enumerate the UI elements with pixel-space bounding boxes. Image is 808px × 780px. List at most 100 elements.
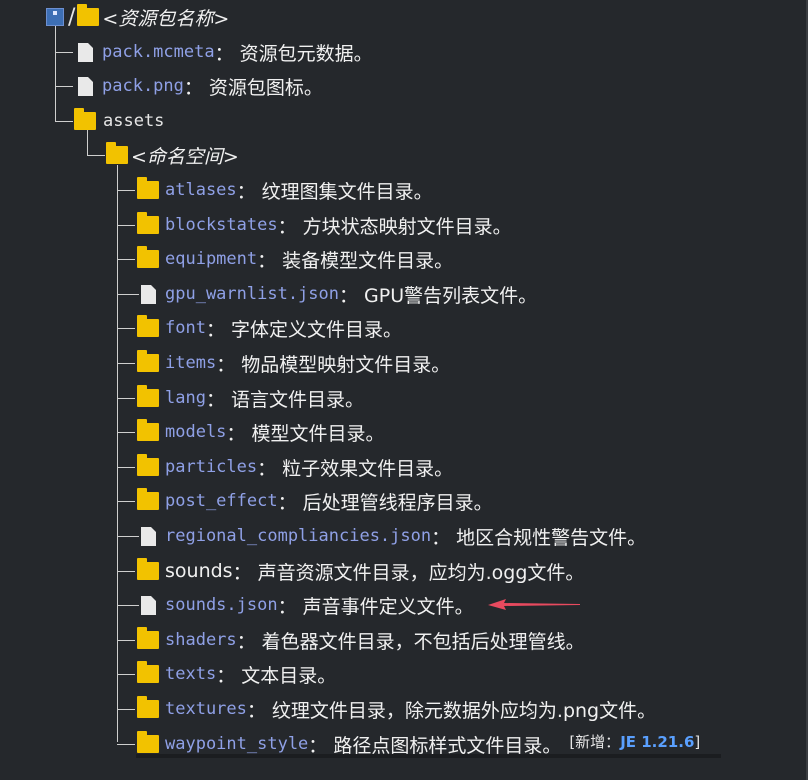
item-name: blockstates xyxy=(165,215,278,235)
badge-version: JE 1.21.6 xyxy=(620,732,695,751)
item-description: 物品模型映射文件目录。 xyxy=(241,353,451,376)
tree-connector xyxy=(117,294,139,295)
item-colon: ： xyxy=(257,457,277,480)
tree-connector xyxy=(117,165,118,742)
item-name: models xyxy=(165,422,227,442)
item-colon: ： xyxy=(205,318,225,341)
tree-connector xyxy=(117,225,135,226)
item-description: 后处理管线程序目录。 xyxy=(302,491,493,514)
item-name: gpu_warnlist.json xyxy=(165,284,339,304)
new-version-badge: [新增：JE 1.21.6] xyxy=(569,731,700,752)
tree-item-gpu-warnlist-json[interactable]: gpu_warnlist.json：GPU警告列表文件。 xyxy=(141,277,537,311)
badge-suffix: ] xyxy=(694,732,701,751)
tree-connector xyxy=(117,467,135,468)
panel-edge xyxy=(806,0,808,780)
tree-connector xyxy=(117,571,135,572)
item-name: items xyxy=(165,353,217,373)
item-colon: ： xyxy=(277,491,297,514)
tree-connector xyxy=(117,501,135,502)
tree-item-font[interactable]: font：字体定义文件目录。 xyxy=(137,311,402,345)
tree-connector xyxy=(87,155,105,156)
item-colon: ： xyxy=(183,76,203,99)
folder-icon xyxy=(137,731,159,753)
folder-icon xyxy=(106,142,128,164)
tree-item-pack-mcmeta[interactable]: pack.mcmeta ： 资源包元数据。 xyxy=(78,35,373,69)
item-name: pack.png xyxy=(102,76,184,96)
file-icon xyxy=(141,526,156,546)
tree-connector xyxy=(117,536,139,537)
tree-connector xyxy=(55,52,73,53)
item-name: font xyxy=(165,318,206,338)
item-colon: ： xyxy=(205,388,225,411)
tree-item-namespace[interactable]: <命名空间> xyxy=(106,138,239,172)
folder-icon xyxy=(137,558,159,580)
tree-root-row[interactable]: / <资源包名称> xyxy=(46,0,229,34)
highlight-arrow-icon xyxy=(488,599,580,610)
item-name: textures xyxy=(165,699,247,719)
tree-item-particles[interactable]: particles：粒子效果文件目录。 xyxy=(137,450,453,484)
tree-connector xyxy=(117,640,135,641)
folder-icon xyxy=(137,488,159,510)
file-icon xyxy=(141,284,156,304)
folder-icon xyxy=(137,246,159,268)
folder-icon xyxy=(74,108,96,130)
item-description: 纹理图集文件目录。 xyxy=(261,180,433,203)
item-colon: ： xyxy=(277,595,297,618)
item-name: assets xyxy=(103,111,165,131)
tree-connector xyxy=(117,605,139,606)
tree-connector xyxy=(55,22,56,121)
tree-item-blockstates[interactable]: blockstates：方块状态映射文件目录。 xyxy=(137,208,512,242)
item-description: 着色器文件目录，不包括后处理管线。 xyxy=(261,630,585,653)
tree-item-waypoint-style[interactable]: waypoint_style：路径点图标样式文件目录。[新增：JE 1.21.6… xyxy=(137,727,700,761)
item-colon: ： xyxy=(308,734,328,757)
tree-connector xyxy=(117,709,135,710)
tree-item-models[interactable]: models：模型文件目录。 xyxy=(137,415,384,449)
tree-item-lang[interactable]: lang：语言文件目录。 xyxy=(137,381,364,415)
item-colon: ： xyxy=(216,353,236,376)
tree-connector xyxy=(117,190,135,191)
item-description: 资源包图标。 xyxy=(208,76,323,99)
folder-icon xyxy=(137,177,159,199)
folder-icon xyxy=(137,385,159,407)
tree-item-regional-compliancies-json[interactable]: regional_compliancies.json：地区合规性警告文件。 xyxy=(141,519,646,553)
item-name: sounds xyxy=(165,560,233,582)
folder-icon xyxy=(137,419,159,441)
item-name: waypoint_style xyxy=(165,734,309,754)
tree-item-sounds[interactable]: sounds：声音资源文件目录，应均为.ogg文件。 xyxy=(137,554,584,588)
tree-connector xyxy=(117,744,135,745)
tree-item-texts[interactable]: texts：文本目录。 xyxy=(137,657,336,691)
item-colon: ： xyxy=(431,526,451,549)
folder-icon xyxy=(137,350,159,372)
tree-item-sounds-json[interactable]: sounds.json：声音事件定义文件。 xyxy=(141,588,474,622)
tree-connector xyxy=(117,432,135,433)
tree-item-shaders[interactable]: shaders：着色器文件目录，不包括后处理管线。 xyxy=(137,623,585,657)
tree-item-atlases[interactable]: atlases：纹理图集文件目录。 xyxy=(137,173,433,207)
folder-icon xyxy=(137,627,159,649)
path-separator: / xyxy=(68,4,76,30)
item-description: 方块状态映射文件目录。 xyxy=(302,215,512,238)
item-description: GPU警告列表文件。 xyxy=(364,284,538,307)
item-description: 资源包元数据。 xyxy=(239,42,373,65)
item-colon: ： xyxy=(232,561,252,584)
item-colon: ： xyxy=(246,699,266,722)
tree-item-assets[interactable]: assets xyxy=(74,104,164,138)
tree-item-post-effect[interactable]: post_effect：后处理管线程序目录。 xyxy=(137,484,493,518)
drive-icon xyxy=(46,8,64,26)
item-colon: ： xyxy=(339,284,359,307)
tree-item-equipment[interactable]: equipment：装备模型文件目录。 xyxy=(137,242,453,276)
tree-item-pack-png[interactable]: pack.png ： 资源包图标。 xyxy=(78,69,323,103)
item-name: atlases xyxy=(165,180,237,200)
item-description: 语言文件目录。 xyxy=(230,388,364,411)
tree-item-textures[interactable]: textures：纹理文件目录，除元数据外应均为.png文件。 xyxy=(137,692,656,726)
tree-item-items[interactable]: items：物品模型映射文件目录。 xyxy=(137,346,450,380)
item-colon: ： xyxy=(277,215,297,238)
item-description: 文本目录。 xyxy=(241,664,337,687)
item-description: 模型文件目录。 xyxy=(251,422,385,445)
item-name: shaders xyxy=(165,630,237,650)
folder-icon xyxy=(137,661,159,683)
item-name: post_effect xyxy=(165,491,278,511)
folder-icon xyxy=(137,696,159,718)
namespace-label: <命名空间> xyxy=(131,145,239,168)
item-name: regional_compliancies.json xyxy=(165,526,432,546)
